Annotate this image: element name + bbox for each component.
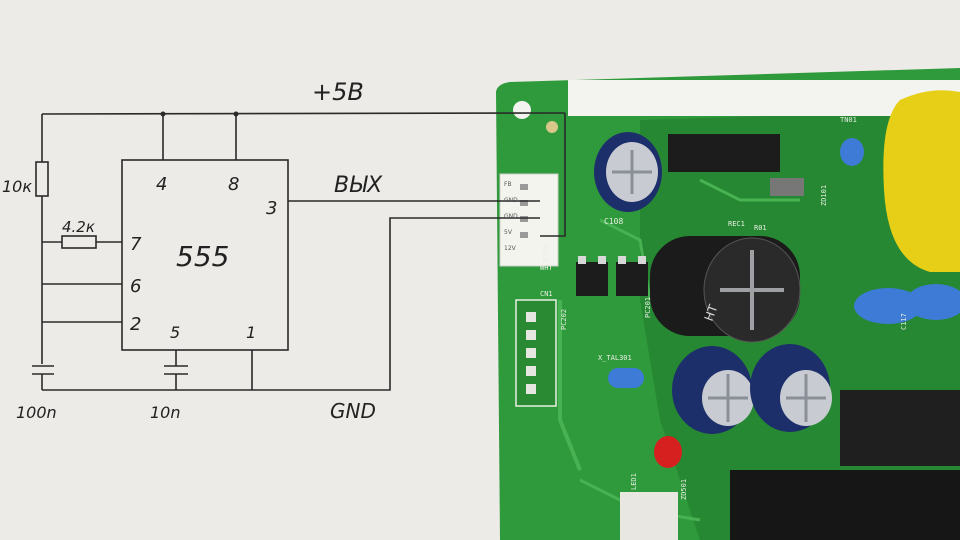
connector-pin <box>526 348 536 358</box>
cap-main-print: HT <box>702 302 721 323</box>
capacitor-main: HT <box>650 236 801 343</box>
c117-label: C117 <box>900 313 908 330</box>
rectifier-lead <box>770 178 804 196</box>
cap-10n-label: 10n <box>150 403 181 422</box>
crystal-body <box>608 368 644 388</box>
ic-pc201-label: PC201 <box>644 297 652 318</box>
capacitor-blue-right <box>750 344 832 432</box>
resistor-10k-label: 10к <box>2 177 32 196</box>
connector-pin <box>526 366 536 376</box>
ceramic-capacitor <box>854 288 922 324</box>
connector-pin <box>526 384 536 394</box>
connector-pin-slot <box>520 200 528 206</box>
cn203-pin-label: 12V <box>504 245 517 252</box>
transformer <box>883 90 960 272</box>
tn01-label: TN01 <box>840 116 857 124</box>
connector-pin-slot <box>520 232 528 238</box>
cap-vent <box>786 374 826 422</box>
connector-pin <box>526 312 536 322</box>
pin-label-3: 3 <box>266 198 277 219</box>
cn203-pin-label: GND <box>504 213 518 220</box>
ic-pad <box>598 256 606 264</box>
connector-pin-slot <box>520 216 528 222</box>
ic-pad <box>578 256 586 264</box>
mounting-hole <box>513 101 531 119</box>
cap-vent <box>720 250 784 330</box>
junction-dot <box>233 111 239 117</box>
led-lamp: LED1 ZD501 <box>630 436 688 500</box>
schematic: 555 4 8 3 7 6 2 5 1 +5В ВЫХ GND 10 <box>2 78 566 423</box>
connector-cn203-color: WHT <box>540 264 553 272</box>
cap-vent <box>708 374 748 422</box>
supply-label: +5В <box>312 78 364 106</box>
zd101-label: ZD101 <box>820 185 828 206</box>
connector-pin <box>526 330 536 340</box>
connector-cn1: CN1 <box>515 290 557 407</box>
led-label: LED1 <box>630 473 638 490</box>
junction-dot <box>160 111 166 117</box>
cap-vent <box>612 150 652 194</box>
header-block <box>730 470 960 540</box>
capacitor-c108: C108 <box>594 132 662 226</box>
ic-pad <box>618 256 626 264</box>
pad-ring <box>546 121 558 133</box>
trace <box>558 300 582 471</box>
ic-package <box>840 390 960 466</box>
connector-cn203-label: CN203 <box>542 245 550 266</box>
ic-555-label: 555 <box>176 240 229 273</box>
resistor-4k2-label: 4.2к <box>62 218 95 236</box>
zener-label: ZD501 <box>680 479 688 500</box>
wire-ground-rail <box>42 217 540 391</box>
pin-label-6: 6 <box>130 276 141 297</box>
cap-c108-label: C108 <box>604 217 623 226</box>
rectifier-label: REC1 <box>728 220 745 228</box>
connector-cn203: CN203 WHT <box>499 173 559 272</box>
pin-label-4: 4 <box>156 174 167 195</box>
led-body <box>654 436 682 468</box>
capacitor-blue-left <box>672 346 754 434</box>
pcb-board: CN203 WHT CN1 C108 PC202 <box>496 68 960 540</box>
cn203-pin-label: GND <box>504 197 518 204</box>
ceramic-capacitor <box>840 138 864 166</box>
connector-housing <box>499 173 559 267</box>
cn203-pin-label: 5V <box>504 229 513 236</box>
crystal-label: X_TAL301 <box>598 354 632 362</box>
capacitor-100n <box>32 365 54 375</box>
cn203-pin-label: FB <box>504 181 512 188</box>
output-label: ВЫХ <box>334 173 383 198</box>
rectifier-rec1: REC1 R01 <box>668 134 804 232</box>
resistor-r01-label: R01 <box>754 224 767 232</box>
ic-body <box>576 262 608 296</box>
wire-vcc-to-connector <box>540 113 566 237</box>
trace <box>699 178 800 202</box>
ceramic-capacitor <box>906 284 960 320</box>
ic-pc202-label: PC202 <box>560 309 568 330</box>
wire-vcc-rail <box>41 112 566 115</box>
ic-pad <box>638 256 646 264</box>
pin-label-7: 7 <box>130 234 142 255</box>
ic-555-body <box>121 159 289 351</box>
ic-body <box>616 262 648 296</box>
ic-pc201: PC201 <box>616 256 652 318</box>
pin-label-8: 8 <box>228 174 239 195</box>
crystal-x-tal301: X_TAL301 <box>598 354 644 388</box>
pin-label-5: 5 <box>170 323 180 342</box>
ic-pc202: PC202 <box>560 256 608 330</box>
pin-label-1: 1 <box>246 323 256 342</box>
cap-100n-label: 100n <box>16 403 57 422</box>
pin-label-2: 2 <box>130 314 141 335</box>
rectifier-body <box>668 134 780 172</box>
header-socket <box>620 492 678 540</box>
connector-pin-slot <box>520 184 528 190</box>
ground-label: GND <box>330 399 376 423</box>
connector-cn1-label: CN1 <box>540 290 553 298</box>
